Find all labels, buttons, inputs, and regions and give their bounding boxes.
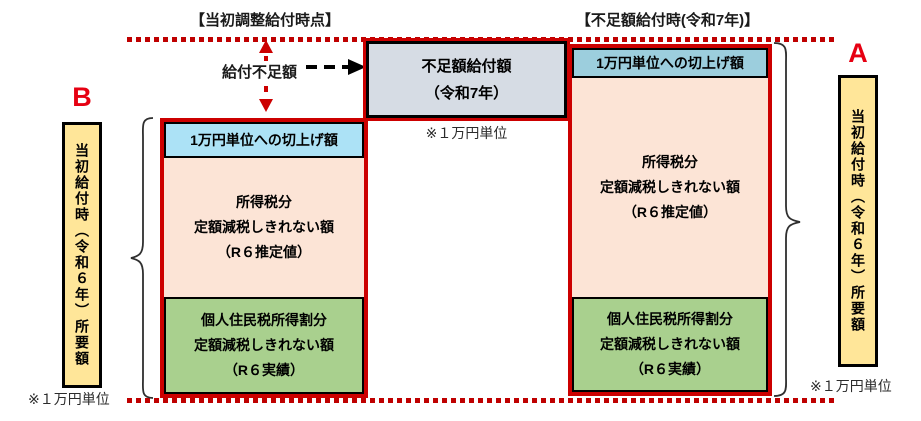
brace-right-icon bbox=[772, 41, 804, 398]
shortfall-benefit-column: 1万円単位への切上げ額 所得税分 定額減税しきれない額 （R６推定値） 個人住民… bbox=[568, 44, 772, 396]
income-tax-left-line1: 所得税分 bbox=[236, 194, 292, 210]
shortfall-amount-line2: （令和7年） bbox=[424, 84, 509, 102]
rounding-box-left: 1万円単位への切上げ額 bbox=[164, 122, 364, 158]
note-unit-center: ※１万円単位 bbox=[425, 125, 508, 141]
shortfall-amount-line1: 不足額給付額 bbox=[421, 57, 512, 75]
requirement-box-b: 当初給付時（令和６年）所要額 bbox=[62, 122, 102, 388]
resident-tax-right-line2: 定額減税しきれない額 bbox=[600, 336, 740, 352]
dotted-line-top bbox=[127, 37, 837, 42]
dashed-right-arrow-icon bbox=[306, 58, 366, 76]
red-arrow-up-icon bbox=[256, 40, 276, 62]
red-arrow-down-icon bbox=[256, 84, 276, 112]
income-tax-left-line2: 定額減税しきれない額 bbox=[194, 219, 334, 235]
note-unit-right: ※１万円単位 bbox=[810, 378, 892, 394]
income-tax-right-line1: 所得税分 bbox=[642, 154, 698, 170]
dotted-line-bottom bbox=[127, 398, 837, 403]
income-tax-right-line3: （R６推定値） bbox=[622, 204, 718, 220]
resident-tax-left-line3: （R６実績） bbox=[223, 362, 305, 378]
income-tax-box-right: 所得税分 定額減税しきれない額 （R６推定値） bbox=[572, 78, 768, 297]
marker-b: B bbox=[72, 82, 92, 112]
income-tax-left-line3: （R６推定値） bbox=[216, 244, 312, 260]
income-tax-box-left: 所得税分 定額減税しきれない額 （R６推定値） bbox=[164, 158, 364, 297]
rounding-box-right-label: 1万円単位への切上げ額 bbox=[596, 55, 744, 71]
gap-label: 給付不足額 bbox=[222, 64, 298, 81]
note-unit-left: ※１万円単位 bbox=[28, 391, 110, 407]
brace-left-icon bbox=[127, 116, 157, 400]
resident-tax-left-line2: 定額減税しきれない額 bbox=[194, 337, 334, 353]
rounding-box-left-label: 1万円単位への切上げ額 bbox=[190, 132, 338, 148]
marker-a: A bbox=[848, 38, 868, 68]
resident-tax-right-line1: 個人住民税所得割分 bbox=[607, 311, 733, 327]
resident-tax-box-left: 個人住民税所得割分 定額減税しきれない額 （R６実績） bbox=[164, 297, 364, 394]
header-initial-adjustment: 【当初調整給付時点】 bbox=[189, 12, 340, 29]
income-tax-right-line2: 定額減税しきれない額 bbox=[600, 179, 740, 195]
rounding-box-right: 1万円単位への切上げ額 bbox=[572, 48, 768, 78]
resident-tax-left-line1: 個人住民税所得割分 bbox=[201, 312, 327, 328]
resident-tax-right-line3: （R６実績） bbox=[629, 361, 711, 377]
header-shortfall-payment: 【不足額給付時(令和7年)】 bbox=[575, 12, 760, 29]
initial-benefit-column: 1万円単位への切上げ額 所得税分 定額減税しきれない額 （R６推定値） 個人住民… bbox=[160, 118, 368, 398]
requirement-box-a: 当初給付時（令和６年）所要額 bbox=[838, 75, 878, 367]
resident-tax-box-right: 個人住民税所得割分 定額減税しきれない額 （R６実績） bbox=[572, 297, 768, 392]
shortfall-amount-box: 不足額給付額 （令和7年） bbox=[366, 41, 567, 118]
